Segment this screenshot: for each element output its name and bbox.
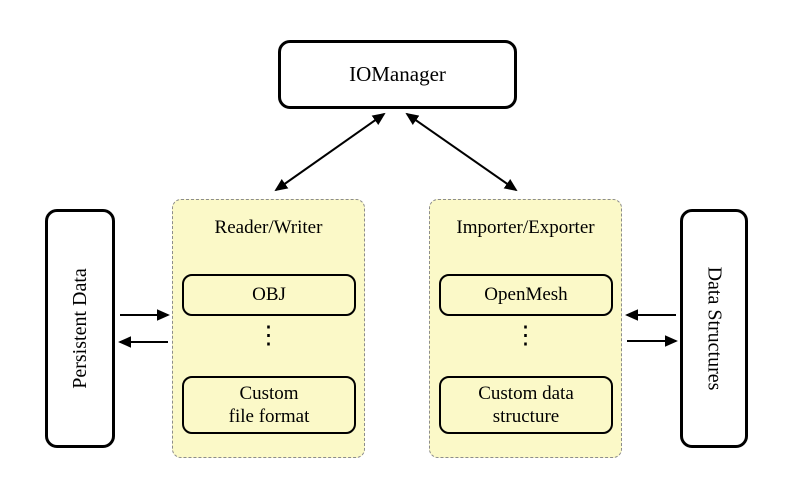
node-persistent-data: Persistent Data	[45, 209, 115, 448]
panel-importer-exporter-title: Importer/Exporter	[456, 217, 595, 238]
node-custom-file-format-label: Custom file format	[228, 382, 310, 427]
node-iomanager-label: IOManager	[349, 62, 446, 86]
node-data-structures: Data Structures	[680, 209, 748, 448]
node-openmesh: OpenMesh	[439, 274, 613, 316]
ellipsis-dots: ⋮	[256, 322, 281, 349]
panel-reader-writer-title: Reader/Writer	[214, 217, 323, 238]
arrow-iomanager-reader-writer	[274, 112, 386, 192]
node-data-structures-label: Data Structures	[703, 266, 726, 391]
node-obj-label: OBJ	[252, 284, 286, 306]
node-persistent-data-label: Persistent Data	[68, 268, 91, 389]
node-custom-data-structure-label: Custom data structure	[478, 382, 574, 427]
node-openmesh-label: OpenMesh	[484, 284, 568, 306]
node-custom-data-structure: Custom data structure	[439, 376, 613, 434]
node-obj: OBJ	[182, 274, 356, 316]
panel-importer-exporter: Importer/Exporter OpenMesh ⋮ Custom data…	[429, 199, 622, 458]
node-iomanager: IOManager	[278, 40, 517, 109]
panel-reader-writer: Reader/Writer OBJ ⋮ Custom file format	[172, 199, 365, 458]
ellipsis-dots: ⋮	[513, 322, 538, 349]
node-custom-file-format: Custom file format	[182, 376, 356, 434]
arrow-iomanager-importer-exporter	[405, 112, 518, 192]
